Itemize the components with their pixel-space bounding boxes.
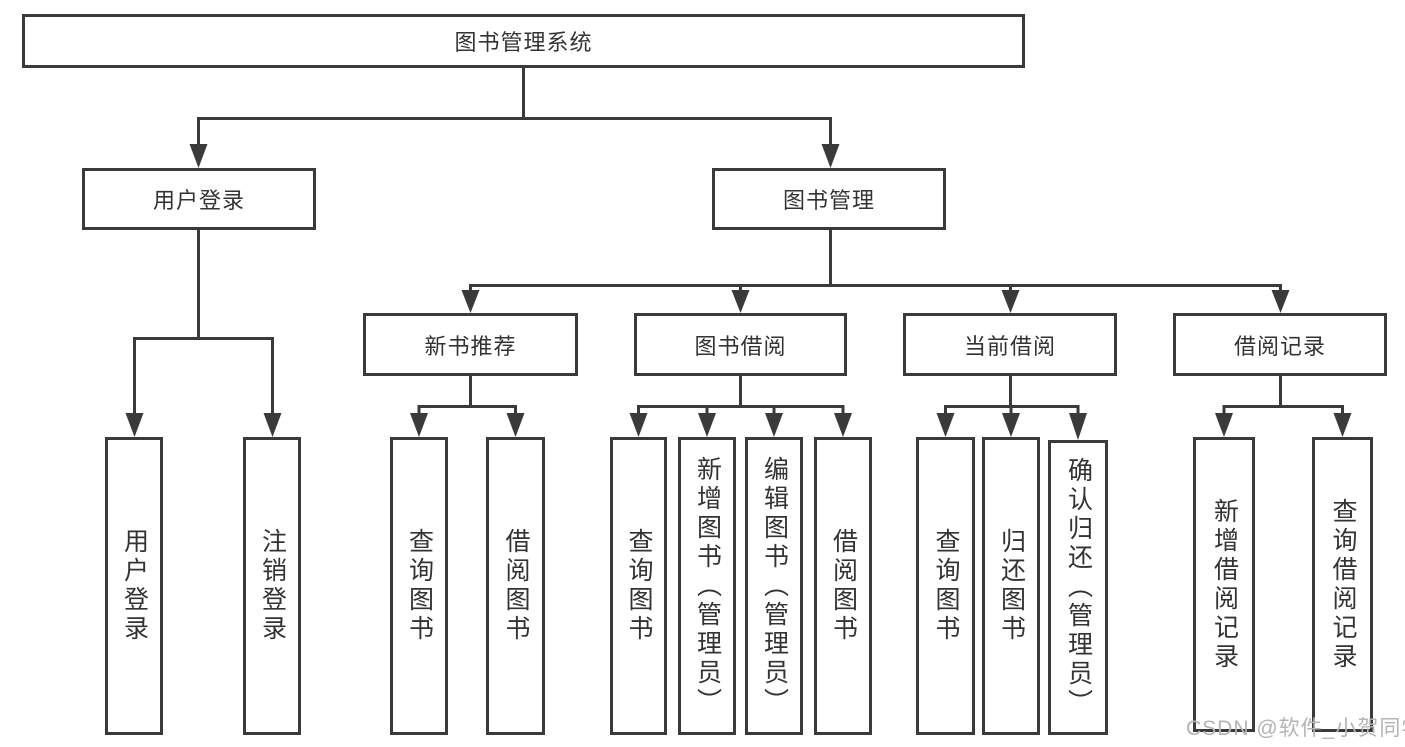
leaf-borrow-book-recommend-label: 借阅图书 (502, 528, 530, 644)
leaf-borrow-book: 借阅图书 (814, 437, 872, 735)
leaf-query-book-borrow: 查询图书 (610, 437, 667, 735)
node-book-borrow-label: 图书借阅 (694, 333, 787, 359)
leaf-query-borrow-record-label: 查询借阅记录 (1329, 497, 1357, 672)
node-book-borrow: 图书借阅 (634, 313, 847, 376)
arrowhead-query-book-3 (936, 413, 955, 437)
root-node-label: 图书管理系统 (454, 30, 593, 55)
arrowhead-add-book (698, 413, 716, 437)
root-node: 图书管理系统 (22, 14, 1025, 68)
node-current-borrow: 当前借阅 (903, 313, 1117, 376)
leaf-return-book: 归还图书 (982, 437, 1040, 735)
node-user-login: 用户登录 (82, 168, 316, 230)
arrowhead-new-book-recommend (461, 290, 480, 313)
arrowhead-leaf-user-login (125, 413, 144, 437)
leaf-edit-book-admin: 编辑图书（管理员） (745, 437, 803, 735)
node-user-login-label: 用户登录 (152, 188, 245, 213)
leaf-edit-book-admin-label: 编辑图书（管理员） (760, 455, 789, 717)
leaf-add-borrow-record: 新增借阅记录 (1193, 437, 1255, 732)
leaf-query-book-recommend-label: 查询图书 (405, 528, 434, 644)
leaf-query-book-borrow-label: 查询图书 (625, 528, 653, 644)
arrowhead-user-login (189, 144, 208, 168)
node-borrow-records-label: 借阅记录 (1233, 333, 1326, 359)
arrowhead-add-borrow-record (1215, 413, 1233, 437)
arrowhead-leaf-logout (263, 413, 282, 437)
leaf-user-login-label: 用户登录 (120, 528, 149, 644)
arrowhead-return-book (1002, 413, 1020, 437)
arrowhead-borrow-book-2 (834, 413, 852, 437)
leaf-confirm-return-admin: 确认归还（管理员） (1048, 440, 1108, 735)
arrowhead-borrow-records (1271, 290, 1290, 313)
leaf-logout: 注销登录 (243, 437, 301, 735)
arrowhead-query-book-1 (410, 413, 428, 437)
connector-user-login-bus (133, 337, 274, 415)
node-book-management-label: 图书管理 (782, 188, 875, 213)
arrowhead-book-borrow (731, 290, 750, 313)
arrowhead-query-borrow-record (1333, 413, 1352, 437)
connector-book-borrow-bus (637, 405, 845, 415)
node-book-management: 图书管理 (712, 168, 946, 230)
arrowhead-current-borrow (1001, 290, 1020, 313)
connector-level1-bus (197, 117, 832, 146)
leaf-query-borrow-record: 查询借阅记录 (1312, 437, 1373, 732)
connector-borrow-records-bus (1222, 405, 1344, 415)
arrowhead-book-management (821, 144, 840, 168)
connector-new-book-bus (417, 405, 517, 415)
arrowhead-borrow-book-1 (506, 413, 525, 437)
leaf-query-book-current: 查询图书 (916, 437, 975, 735)
node-new-book-recommend: 新书推荐 (363, 313, 578, 376)
node-borrow-records: 借阅记录 (1173, 313, 1387, 376)
connector-level2-bus (469, 284, 1282, 292)
leaf-add-book-admin: 新增图书（管理员） (678, 437, 736, 735)
arrowhead-edit-book (765, 413, 783, 437)
leaf-borrow-book-label: 借阅图书 (829, 528, 858, 644)
node-current-borrow-label: 当前借阅 (963, 333, 1056, 359)
leaf-add-book-admin-label: 新增图书（管理员） (693, 455, 722, 717)
leaf-borrow-book-recommend: 借阅图书 (486, 437, 545, 735)
leaf-add-borrow-record-label: 新增借阅记录 (1210, 497, 1239, 672)
node-new-book-recommend-label: 新书推荐 (424, 333, 517, 359)
leaf-user-login: 用户登录 (105, 437, 163, 735)
leaf-query-book-recommend: 查询图书 (390, 437, 448, 735)
leaf-logout-label: 注销登录 (258, 528, 287, 644)
leaf-return-book-label: 归还图书 (997, 528, 1026, 644)
watermark: CSDN @软件_小贺同学 (1186, 717, 1405, 740)
leaf-query-book-current-label: 查询图书 (932, 528, 960, 644)
leaf-confirm-return-admin-label: 确认归还（管理员） (1064, 457, 1093, 718)
arrowhead-confirm-return (1069, 413, 1087, 440)
arrowhead-query-book-2 (629, 413, 648, 437)
